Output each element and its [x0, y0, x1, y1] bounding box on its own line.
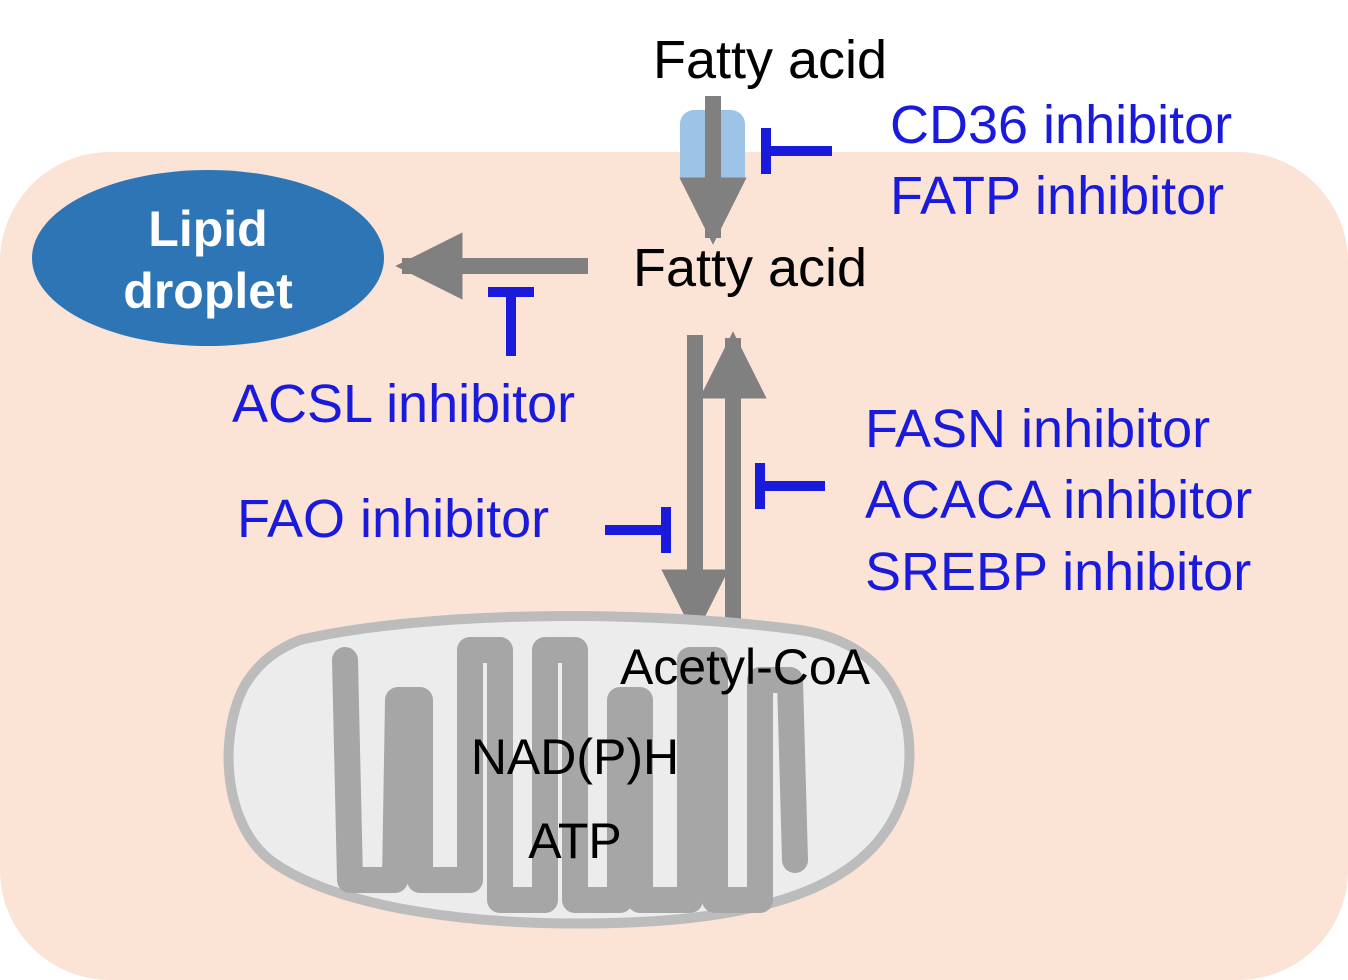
synthesis-inhibition-bar: [755, 463, 825, 509]
fao-inhibition-bar: [605, 507, 671, 553]
acetyl-coa-label: Acetyl-CoA: [620, 639, 871, 695]
atp-label: ATP: [528, 813, 622, 869]
acsl-inhibition-bar: [488, 287, 534, 356]
fatty-acid-inside-label: Fatty acid: [633, 238, 867, 298]
srebp-inhibitor-label: SREBP inhibitor: [865, 542, 1251, 602]
cd36-inhibitor-label: CD36 inhibitor: [890, 95, 1232, 155]
acsl-inhibitor-label: ACSL inhibitor: [232, 374, 575, 434]
mitochondrion: [223, 611, 915, 929]
fasn-inhibitor-label: FASN inhibitor: [865, 399, 1210, 459]
cd36-fatp-inhibition-bar: [761, 128, 832, 174]
fatp-inhibitor-label: FATP inhibitor: [890, 166, 1224, 226]
mitochondrion-cristae: [332, 637, 808, 913]
lipid-droplet: [32, 170, 384, 346]
fatty-acid-outside-label: Fatty acid: [653, 30, 887, 90]
acaca-inhibitor-label: ACACA inhibitor: [865, 470, 1252, 530]
lipid-droplet-label-line2: droplet: [123, 263, 293, 319]
fao-inhibitor-label: FAO inhibitor: [237, 489, 549, 549]
nadph-label: NAD(P)H: [471, 729, 679, 785]
lipid-droplet-label-line1: Lipid: [148, 201, 267, 257]
